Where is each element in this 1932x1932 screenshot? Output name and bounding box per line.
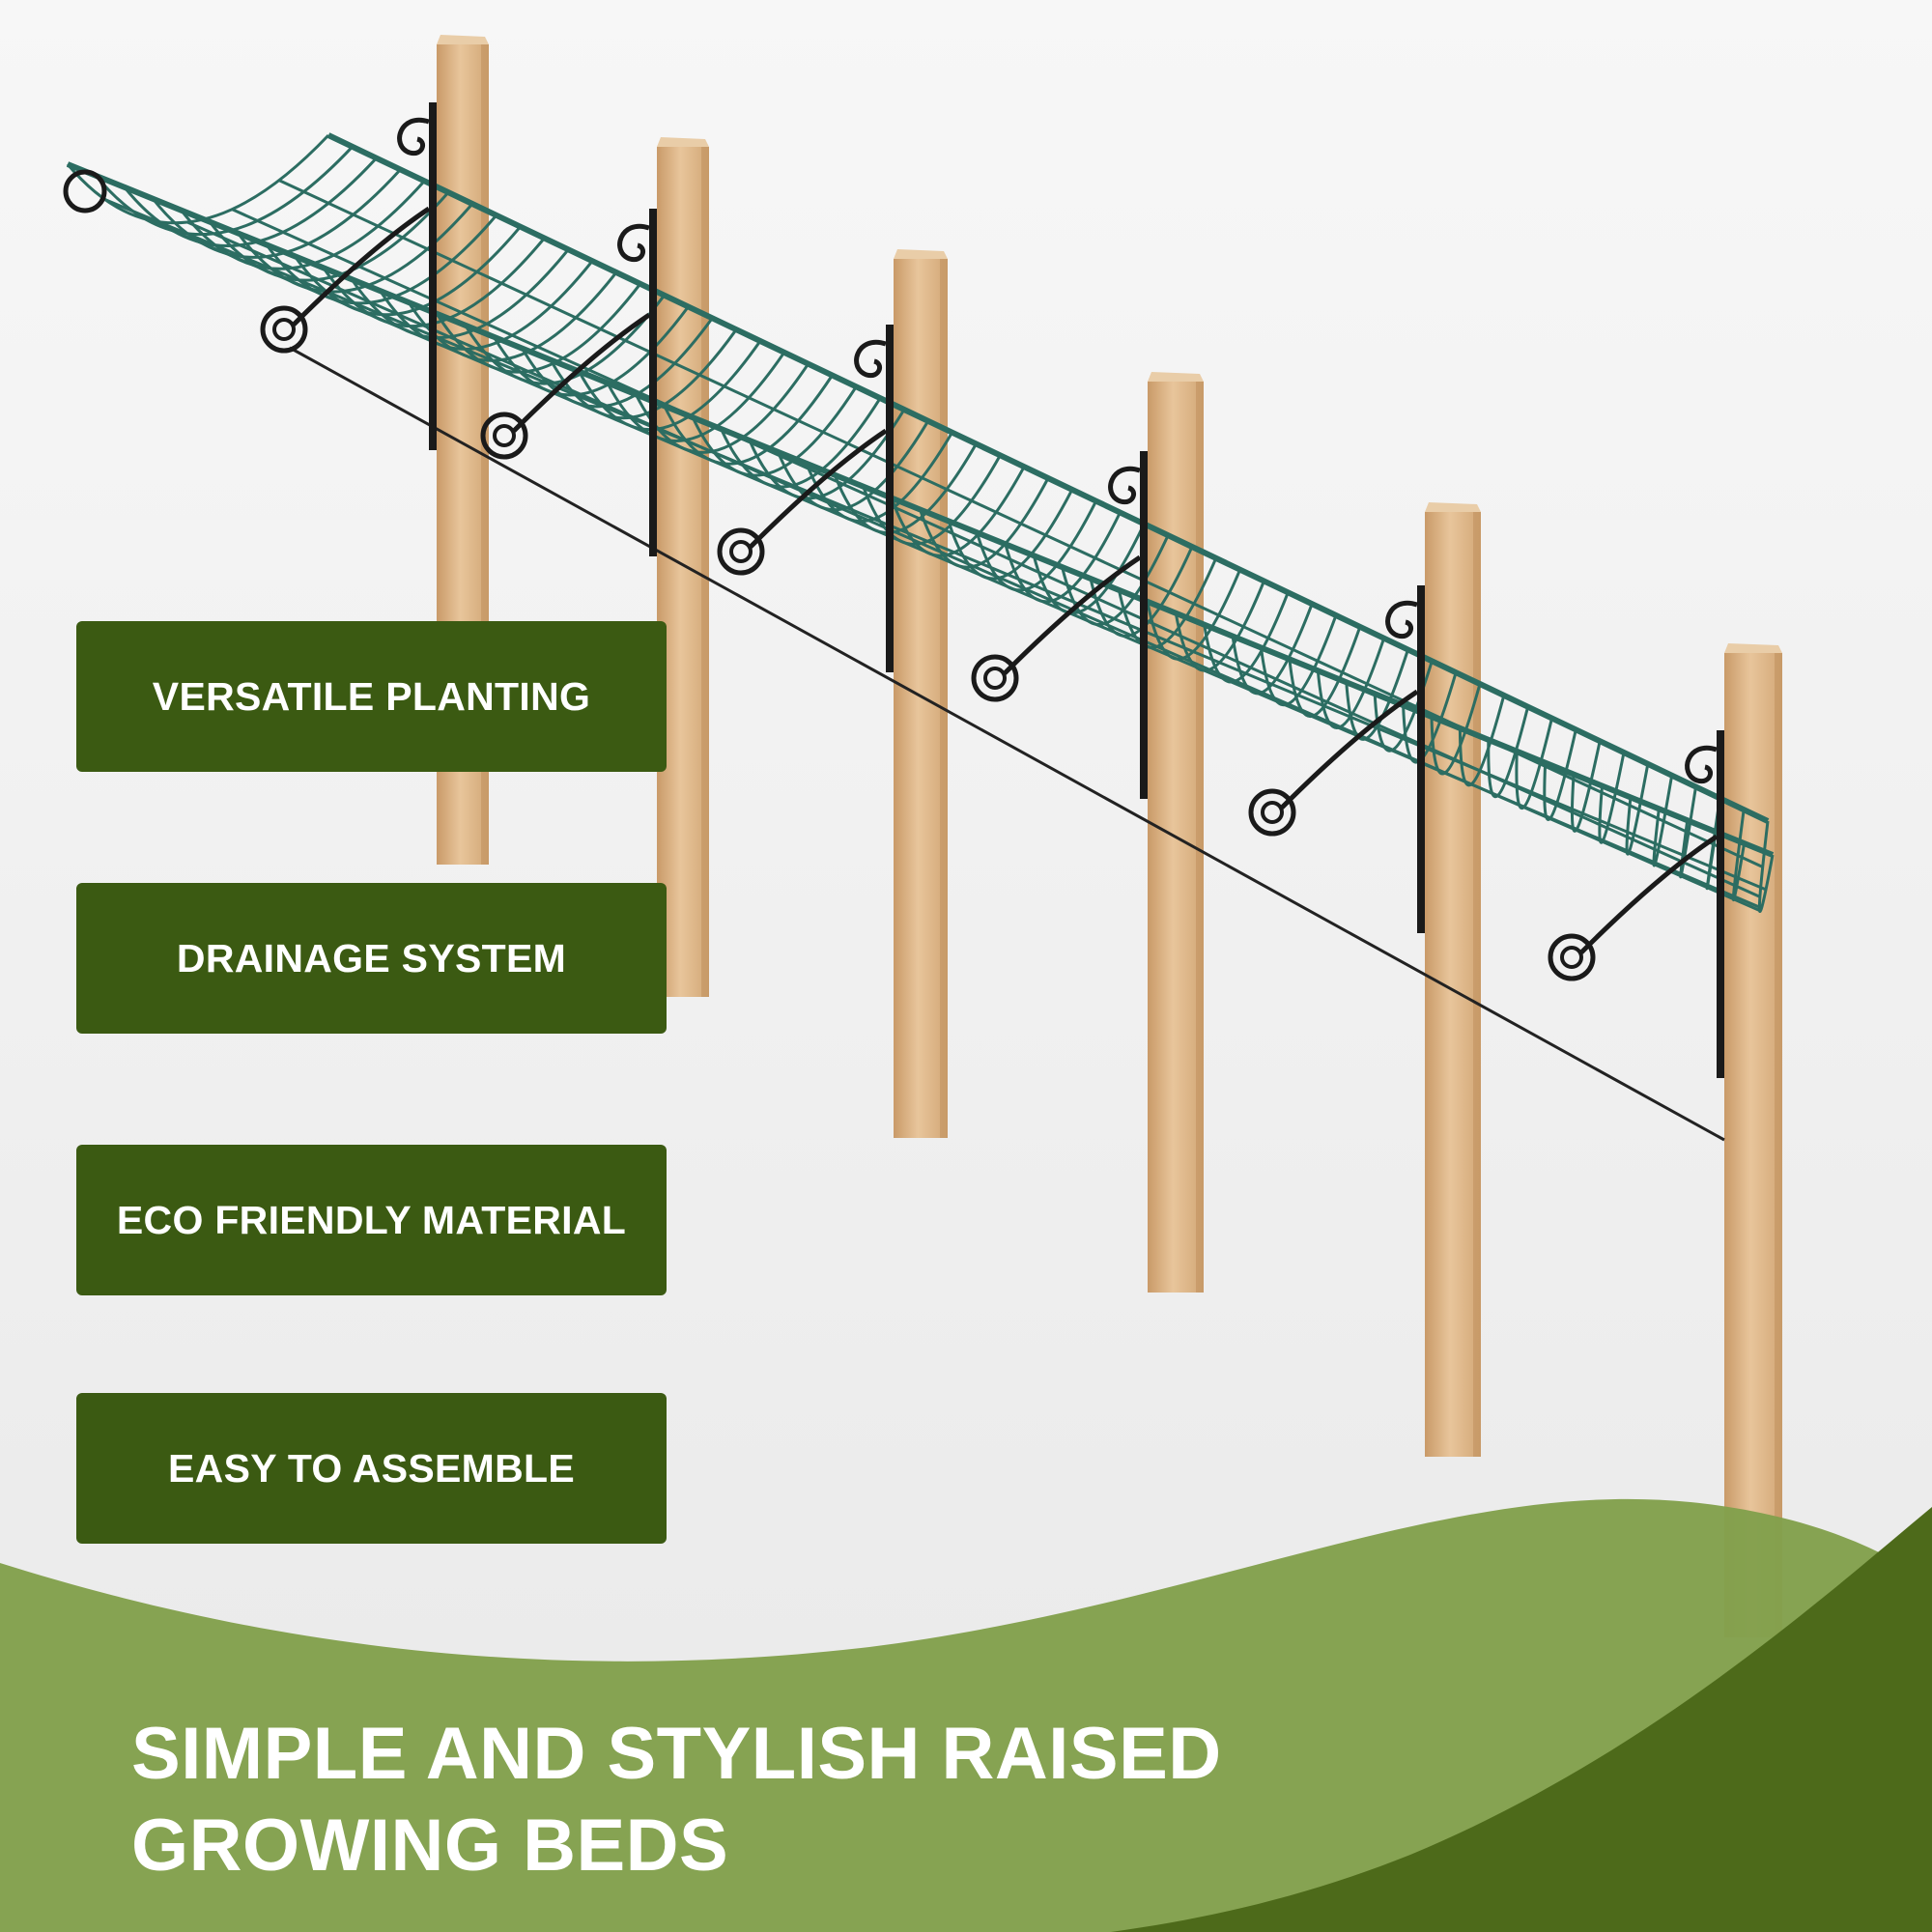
- scroll-bracket: [971, 451, 1148, 799]
- headline: SIMPLE AND STYLISH RAISED GROWING BEDS: [131, 1708, 1484, 1891]
- feature-label: EASY TO ASSEMBLE: [168, 1445, 575, 1491]
- feature-drainage-system: DRAINAGE SYSTEM: [76, 883, 667, 1034]
- green-wave-dark: [1111, 1507, 1932, 1932]
- wire-rail: [327, 132, 1770, 824]
- scroll-bracket: [717, 325, 894, 672]
- wire-rib: [66, 133, 330, 225]
- feature-label: VERSATILE PLANTING: [152, 673, 591, 719]
- wire-rail: [104, 198, 1767, 892]
- end-scroll: [63, 169, 107, 213]
- scroll-bracket: [1548, 730, 1724, 1078]
- support-rod: [289, 346, 1725, 1142]
- scroll-bracket: [1248, 585, 1425, 933]
- feature-label: DRAINAGE SYSTEM: [176, 935, 567, 980]
- wooden-post: [1148, 372, 1204, 1293]
- green-wave-light: [0, 1498, 1932, 1932]
- wooden-post: [657, 137, 709, 997]
- wooden-post: [894, 249, 948, 1138]
- feature-label: ECO FRIENDLY MATERIAL: [116, 1197, 627, 1242]
- scroll-bracket: [480, 209, 657, 556]
- headline-line-2: GROWING BEDS: [131, 1804, 729, 1887]
- feature-versatile-planting: VERSATILE PLANTING: [76, 621, 667, 772]
- wire-rail: [144, 217, 1763, 910]
- feature-easy-to-assemble: EASY TO ASSEMBLE: [76, 1393, 667, 1544]
- wooden-post: [1724, 643, 1782, 1637]
- feature-eco-friendly-material: ECO FRIENDLY MATERIAL: [76, 1145, 667, 1295]
- wooden-posts: [437, 35, 1782, 1637]
- headline-line-1: SIMPLE AND STYLISH RAISED: [131, 1713, 1222, 1795]
- wire-rail: [66, 161, 1775, 858]
- scroll-bracket: [260, 102, 437, 450]
- wire-planter: [63, 102, 1775, 1142]
